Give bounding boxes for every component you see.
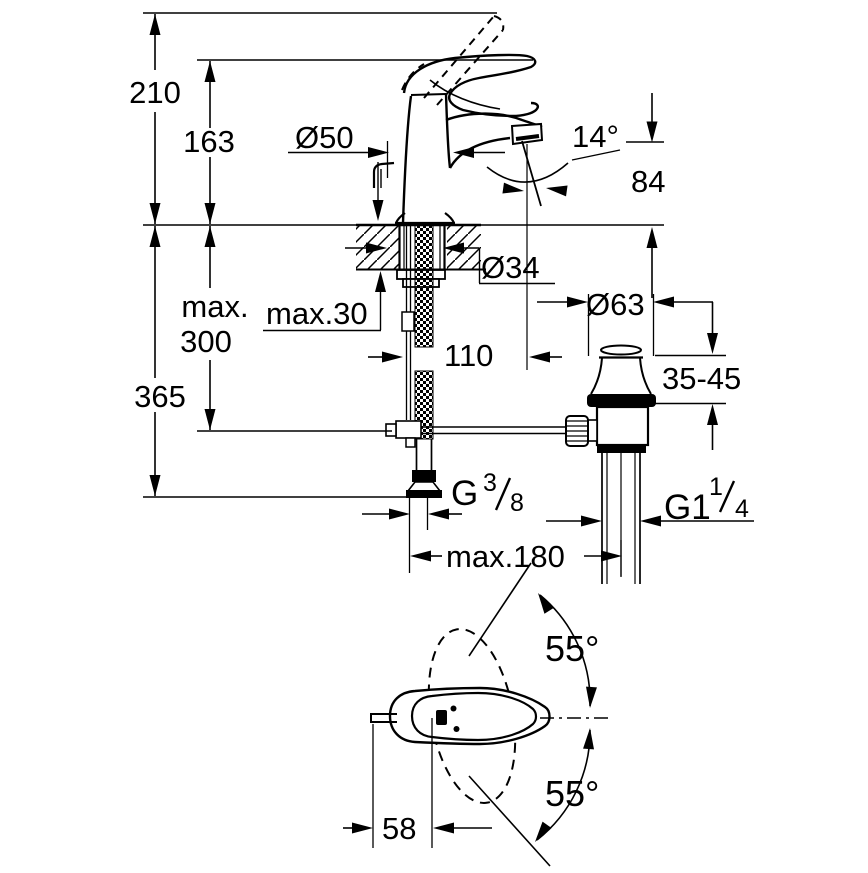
top-view: 55° 55° 58 [343,562,608,867]
dim-label-300: 300 [180,324,232,359]
label-supply-num: 3 [483,469,497,497]
dim-label-110: 110 [444,338,493,373]
dim-swivel-lower: 55° [530,727,599,846]
dim-overall-height: 210 [129,12,497,224]
dim-counter-range: 35-45 [652,302,741,450]
dim-label-d34: Ø34 [481,250,540,285]
label-waste-num: 1 [709,473,723,501]
dim-label-d63: Ø63 [586,287,645,322]
dim-label-14deg: 14° [572,119,619,154]
label-supply-g: G [451,474,478,513]
popup-knob [372,161,395,188]
dim-label-58: 58 [382,811,416,846]
dim-waste-thread: G1 1 4 [546,473,754,527]
faucet-body-left-edge [401,95,413,224]
handle-marking [436,710,447,725]
dim-label-max: max. [181,289,248,324]
dim-outlet-height: 84 [631,93,665,298]
supply-hose-upper [414,224,434,348]
dim-max-300: max. 300 [180,226,392,432]
dim-stream-angle: 14° [486,119,664,370]
dim-deck-thickness: max.30 [263,271,386,332]
waste-cap [600,344,642,356]
dim-label-3545: 35-45 [662,361,741,396]
dim-label-365: 365 [134,379,186,414]
rod-adjuster [401,311,415,332]
hose-connector-foot [406,490,442,498]
dim-hole-diameter: Ø34 [345,242,555,285]
dim-center-span: max.180 [410,539,622,577]
dim-spout-reach: 110 [368,338,562,373]
stream-line [521,140,542,207]
dim-label-d50: Ø50 [295,120,354,155]
aerator-outlet [510,122,544,146]
dim-handle-offset: 58 [343,718,492,848]
dim-base-diameter: Ø50 [288,120,505,221]
dim-label-max30: max.30 [266,296,368,331]
label-waste-den: 4 [735,495,749,523]
dim-label-max180: max.180 [446,539,565,574]
lever-raised-dashed [401,15,505,106]
dim-label-210: 210 [129,75,181,110]
dim-swivel-upper: 55° [533,590,599,709]
faucet-body-right-edge [444,93,452,169]
popup-waste-assembly [565,344,656,584]
dim-label-84: 84 [631,164,665,199]
cold-dot [453,726,460,732]
handle-lever-inner [410,691,538,742]
dim-label-163: 163 [183,124,235,159]
dim-below-total: 365 [134,226,440,498]
dim-waste-diameter: Ø63 [537,287,713,356]
rod-junction [395,420,422,439]
dim-supply-thread: G 3 8 [362,469,524,573]
waste-body [595,405,650,447]
side-view [143,15,664,584]
hot-dot [450,705,457,712]
dim-label-55-lower: 55° [545,773,599,814]
waste-flange-seal [587,394,656,407]
lever-handle-outline [402,53,539,118]
dim-label-55-upper: 55° [545,628,599,669]
dim-fixture-height: 163 [183,59,533,224]
label-supply-den: 8 [510,489,524,517]
dimensions-side-view: 210 163 365 max. 300 [129,12,754,577]
